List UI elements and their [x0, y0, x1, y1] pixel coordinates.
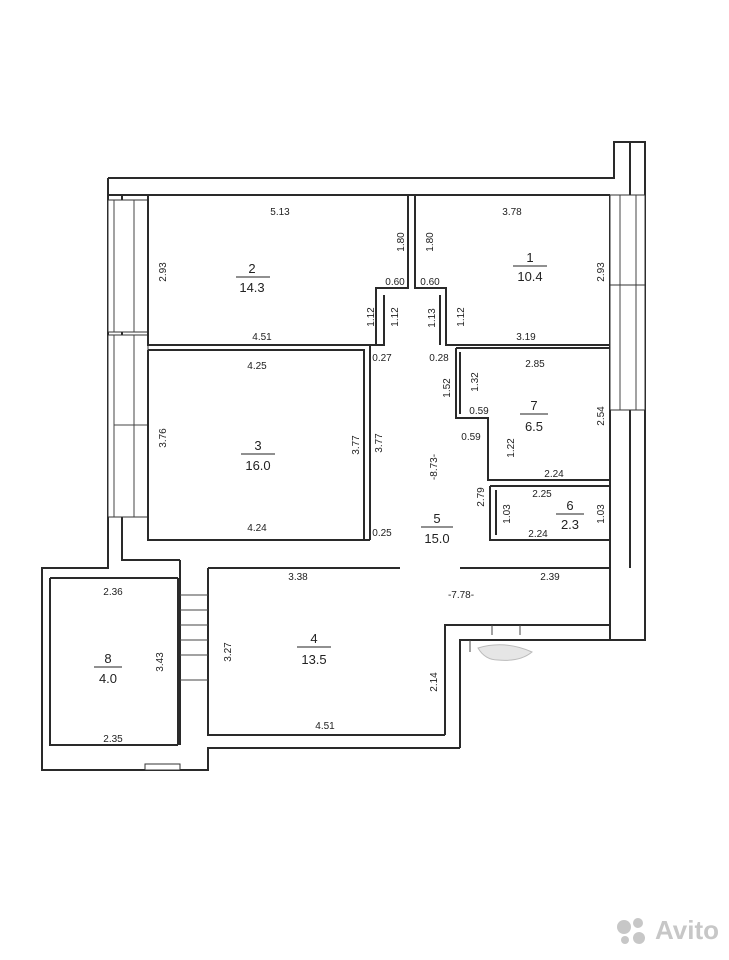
room-labels: 2 14.3 1 10.4 3 16.0 7 6.5 6 2.3 5 15.0 …	[94, 250, 584, 686]
room-8-area: 4.0	[99, 671, 117, 686]
room-8-number: 8	[104, 651, 111, 666]
avito-logo-icon	[615, 916, 649, 946]
avito-watermark: Avito	[615, 915, 719, 946]
dim-r7-059a: 0.59	[469, 406, 489, 417]
dim-r7-bottom: 2.24	[544, 469, 564, 480]
room-5-number: 5	[433, 511, 440, 526]
dim-r8-top: 2.36	[103, 587, 123, 598]
avito-watermark-text: Avito	[654, 915, 719, 945]
dim-r6-right: 1.03	[596, 504, 607, 524]
dim-corr-027: 0.27	[372, 353, 392, 364]
dim-r1-top: 3.78	[502, 207, 522, 218]
room-3-number: 3	[254, 438, 261, 453]
dim-r2-step: 0.60	[385, 277, 405, 288]
room-4-area: 13.5	[301, 652, 326, 667]
room-7-area: 6.5	[525, 419, 543, 434]
dim-r7-right: 2.54	[596, 406, 607, 426]
dim-r7-122: 1.22	[506, 438, 517, 458]
windows	[107, 194, 646, 771]
dim-r7-059b: 0.59	[461, 432, 481, 443]
dim-r2-step-v: 1.12	[366, 307, 377, 327]
dim-r1-step: 0.60	[420, 277, 440, 288]
dim-r4-right: 2.14	[429, 672, 440, 692]
dim-corr-step-v-r: 1.13	[427, 308, 438, 328]
dim-r1-bottom: 3.19	[516, 332, 536, 343]
dim-r4-top: 3.38	[288, 572, 308, 583]
dim-r6-bottom: 2.24	[528, 529, 548, 540]
window-right-1	[609, 194, 646, 286]
room-2-area: 14.3	[239, 280, 264, 295]
room-4-number: 4	[310, 631, 317, 646]
dim-corr-step-v-l: 1.12	[390, 307, 401, 327]
dimension-labels-vertical: 2.93 1.80 1.80 2.93 1.12 1.12 1.13 1.12 …	[155, 232, 607, 692]
dim-r7-left2: 1.32	[470, 372, 481, 392]
room-3-area: 16.0	[245, 458, 270, 473]
room-6-number: 6	[566, 498, 573, 513]
dim-r8-bottom: 2.35	[103, 734, 123, 745]
window-left-2	[107, 334, 149, 518]
dim-r1-right: 2.93	[596, 262, 607, 282]
room-5-area: 15.0	[424, 531, 449, 546]
room-6-area: 2.3	[561, 517, 579, 532]
dim-r4-239: 2.39	[540, 572, 560, 583]
dim-r5-279: 2.79	[476, 487, 487, 507]
dim-r2-bottom: 4.51	[252, 332, 272, 343]
dim-corr-left: 3.77	[374, 433, 385, 453]
dim-r3-bottom: 4.24	[247, 523, 267, 534]
dim-r4-bottom: 4.51	[315, 721, 335, 732]
dim-r3-top: 4.25	[247, 361, 267, 372]
interior-walls	[50, 195, 610, 745]
room-2-number: 2	[248, 261, 255, 276]
dim-corr-025: 0.25	[372, 528, 392, 539]
dim-r4-left: 3.27	[223, 642, 234, 662]
dim-r2-top: 5.13	[270, 207, 290, 218]
dim-r7-top: 2.85	[525, 359, 545, 370]
dimension-labels: 5.13 3.78 0.60 0.60 4.51 3.19 4.25 0.27 …	[103, 207, 564, 745]
dim-r3-right: 3.77	[351, 435, 362, 455]
room-1-number: 1	[526, 250, 533, 265]
dim-corr-028: 0.28	[429, 353, 449, 364]
dim-r1-left: 1.80	[425, 232, 436, 252]
dim-r6-left: 1.03	[502, 504, 513, 524]
dim-r1-step-v: 1.12	[456, 307, 467, 327]
dim-r6-top: 2.25	[532, 489, 552, 500]
window-bottom	[144, 763, 181, 771]
dim-r5-len: -8.73-	[429, 454, 440, 480]
dim-r7-left: 1.52	[442, 378, 453, 398]
window-right-2	[609, 284, 646, 411]
dim-r3-left: 3.76	[158, 428, 169, 448]
dim-r8-left: 3.43	[155, 652, 166, 672]
dim-r2-right: 1.80	[396, 232, 407, 252]
dim-r4-778: -7.78-	[448, 590, 474, 601]
room-1-area: 10.4	[517, 269, 542, 284]
dim-r2-left: 2.93	[158, 262, 169, 282]
room-7-number: 7	[530, 398, 537, 413]
